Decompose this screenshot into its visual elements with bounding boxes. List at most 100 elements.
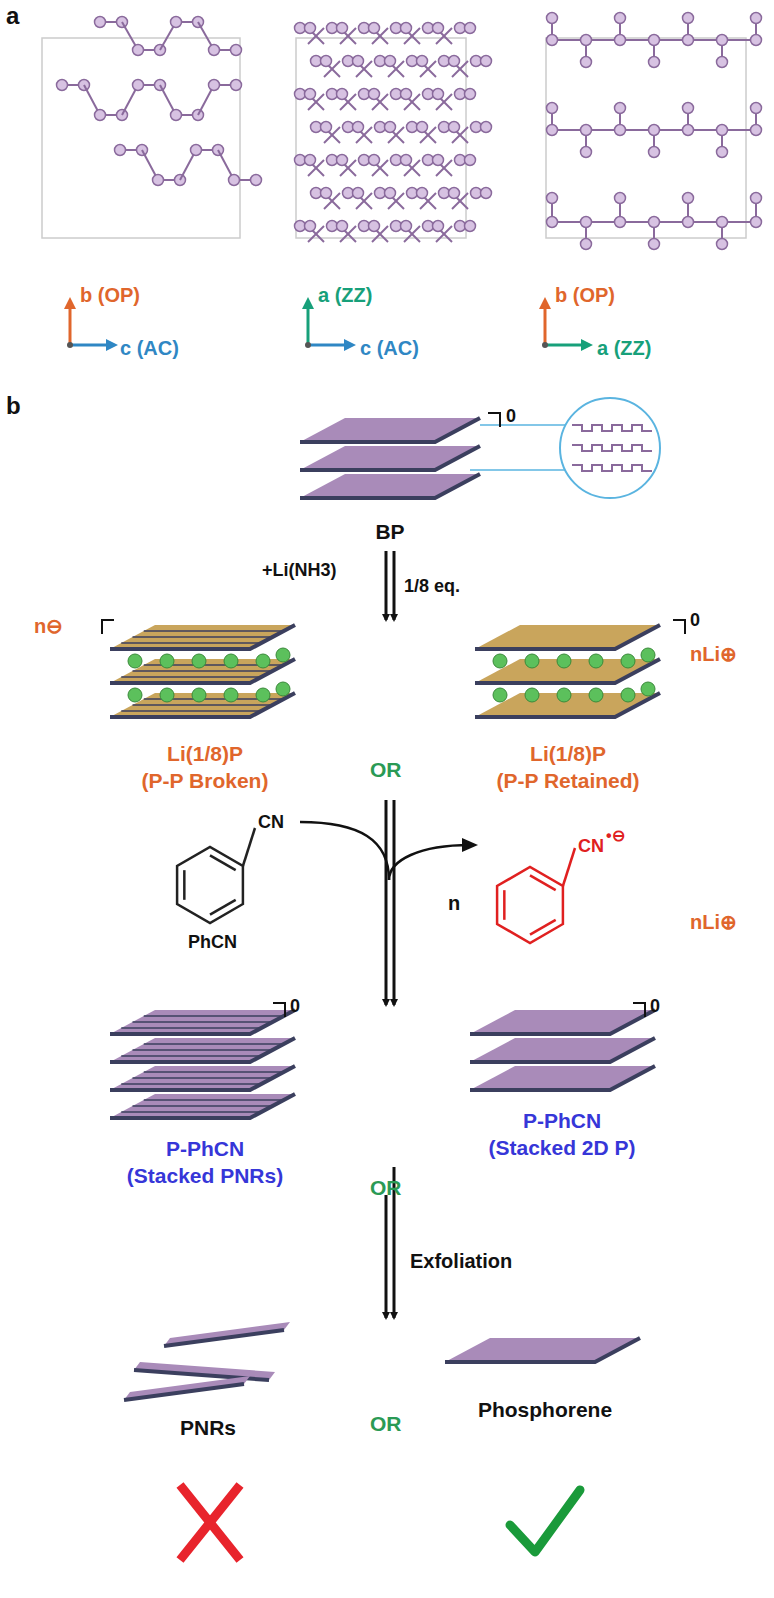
figure-label: CN <box>578 836 604 857</box>
layer-sheet <box>300 446 480 470</box>
lithium-ion <box>256 654 270 668</box>
stage-text: BP <box>375 518 404 545</box>
figure-label: Exfoliation <box>410 1250 512 1273</box>
nanoribbon-edge <box>124 1384 244 1400</box>
benzene-bond <box>530 920 556 935</box>
unit-cell <box>296 38 466 238</box>
lithium-ion <box>641 682 655 696</box>
bond <box>388 127 404 143</box>
stage-label: P-PhCN(Stacked 2D P) <box>488 1107 635 1161</box>
bond <box>436 160 452 176</box>
product-arrowhead <box>462 838 478 852</box>
reaction-arrow <box>385 551 388 620</box>
lithium-ion <box>621 654 635 668</box>
reaction-arrow <box>393 800 396 1005</box>
check-mark <box>510 1490 580 1552</box>
atom <box>305 221 316 232</box>
atom <box>449 188 460 199</box>
bond <box>324 61 340 77</box>
figure-label: n <box>448 892 460 915</box>
atom <box>581 35 592 46</box>
lithium-ion <box>589 654 603 668</box>
figure-label: c (AC) <box>120 337 179 360</box>
ribbon-gap <box>144 1071 284 1073</box>
atom <box>305 89 316 100</box>
bond <box>308 94 324 110</box>
figure-label: OR <box>370 758 402 782</box>
ribbon-gap <box>121 1111 261 1113</box>
lithium-ion <box>224 654 238 668</box>
atom <box>481 188 492 199</box>
product-arrow <box>389 845 470 880</box>
bond <box>436 94 452 110</box>
axis-arrow <box>544 305 547 345</box>
stage-text: PNRs <box>180 1414 236 1441</box>
nitrile-bond <box>243 828 255 866</box>
zoom-circle <box>560 398 660 498</box>
atom <box>385 188 396 199</box>
charge-bracket <box>633 1003 645 1017</box>
atom <box>649 147 660 158</box>
layer-sheet <box>445 1338 640 1362</box>
figure-label: n⊖ <box>34 614 63 638</box>
atom <box>751 35 762 46</box>
axis-arrow <box>545 344 585 347</box>
atom <box>305 23 316 34</box>
layer-edge <box>110 1038 295 1062</box>
atom <box>385 122 396 133</box>
atom <box>751 193 762 204</box>
lithium-ion <box>525 688 539 702</box>
bond <box>420 127 436 143</box>
zoom-zigzag <box>572 425 652 431</box>
stage-label: Li(1/8)P(P-P Retained) <box>496 740 639 794</box>
ribbon-gap <box>144 1099 284 1101</box>
atom <box>209 80 220 91</box>
bond <box>452 193 468 209</box>
reaction-arrow <box>385 1195 388 1318</box>
ribbon-gap <box>121 1055 261 1057</box>
atom <box>547 35 558 46</box>
atom <box>615 13 626 24</box>
atom <box>337 89 348 100</box>
lithium-ion <box>493 654 507 668</box>
layer-edge <box>300 474 480 498</box>
atom <box>353 56 364 67</box>
stage-text: Li(1/8)P <box>496 740 639 767</box>
ribbon-gap <box>133 1105 273 1107</box>
atom <box>683 103 694 114</box>
nanoribbon <box>124 1376 250 1400</box>
layer-sheet <box>470 1010 655 1034</box>
charge-bracket <box>102 620 114 634</box>
atom <box>337 23 348 34</box>
stage-label: Phosphorene <box>478 1396 612 1423</box>
benzene-ring <box>177 847 243 923</box>
reagent-arrow <box>300 822 389 880</box>
bond <box>324 193 340 209</box>
layer-sheet <box>110 625 295 649</box>
figure-label: b <box>6 392 21 420</box>
layer-edge <box>470 1010 655 1034</box>
ribbon-gap <box>121 1083 261 1085</box>
bond <box>340 28 356 44</box>
figure-label: PhCN <box>188 932 237 953</box>
atom <box>581 125 592 136</box>
figure-label: a <box>6 2 19 30</box>
figure-label: a (ZZ) <box>597 337 651 360</box>
atom <box>717 57 728 68</box>
stage-node: PNRs <box>110 1318 389 1406</box>
layer-edge <box>470 1038 655 1062</box>
atom <box>547 13 558 24</box>
bond <box>372 226 388 242</box>
bond <box>404 160 420 176</box>
atom <box>321 188 332 199</box>
bond <box>308 226 324 242</box>
layer-edge <box>110 625 295 649</box>
layer-sheet <box>300 474 480 498</box>
lithium-ion <box>641 648 655 662</box>
bond <box>420 61 436 77</box>
stage-node: Li(1/8)P(P-P Broken) <box>105 620 389 732</box>
atom <box>581 239 592 250</box>
ribbon-gap <box>121 642 261 644</box>
bond <box>308 28 324 44</box>
